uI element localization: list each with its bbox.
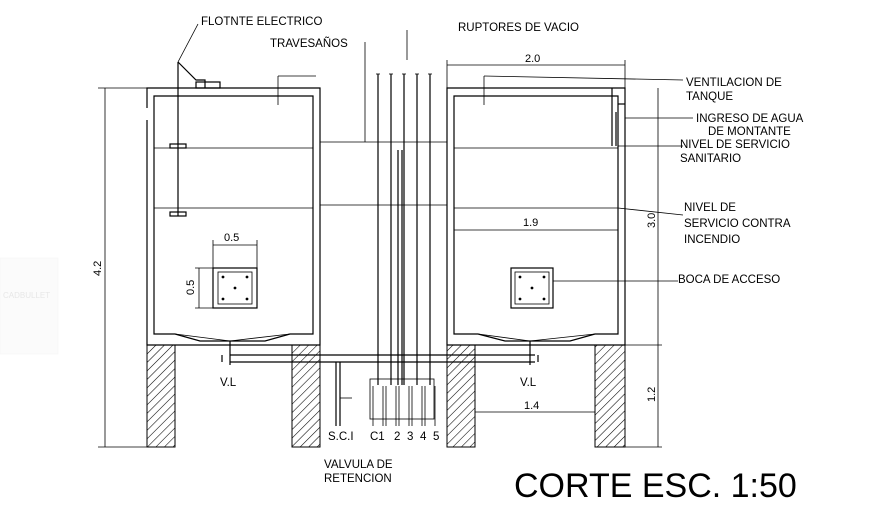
label-valvula-1: VALVULA DE (324, 459, 393, 471)
dim-height-total: 4.2 (92, 261, 104, 276)
right-tank (446, 60, 684, 346)
label-pipe-2: 2 (394, 431, 400, 443)
label-boca: BOCA DE ACCESO (678, 274, 780, 286)
dim-access-h: 0.5 (185, 280, 197, 295)
label-flotante: FLOTNTE ELECTRICO (201, 16, 322, 28)
label-sci: S.C.I (328, 431, 354, 443)
label-ventilacion-1: VENTILACION DE (686, 77, 782, 89)
label-travesanos: TRAVESAÑOS (270, 37, 348, 50)
label-pipe-c1: C1 (370, 431, 385, 443)
label-ruptores: RUPTORES DE VACIO (458, 22, 579, 34)
label-nivel-incendio-1: NIVEL DE (684, 202, 736, 214)
watermark: CADBULLET (0, 257, 59, 355)
center-pipes (221, 30, 539, 426)
base-walls (146, 344, 626, 448)
label-ingreso-1: INGRESO DE AGUA (696, 113, 804, 125)
dim-height-tank: 3.0 (646, 213, 658, 228)
label-pipe-3: 3 (407, 431, 413, 443)
label-nivel-sanitario-1: NIVEL DE SERVICIO (680, 139, 790, 151)
label-valvula-2: RETENCION (324, 473, 392, 485)
dim-base-gap: 1.4 (524, 400, 539, 412)
dim-inner-width: 1.9 (523, 217, 538, 229)
left-tank (145, 61, 321, 346)
dim-height-base: 1.2 (646, 387, 658, 402)
label-nivel-incendio-2: SERVICIO CONTRA (684, 218, 791, 230)
watermark-text: CADBULLET (3, 291, 50, 300)
label-pipe-5: 5 (433, 431, 439, 443)
label-nivel-sanitario-2: SANITARIO (680, 153, 741, 165)
annotations: FLOTNTE ELECTRICO TRAVESAÑOS RUPTORES DE… (92, 16, 804, 505)
label-ingreso-2: DE MONTANTE (708, 126, 791, 138)
drawing-title: CORTE ESC. 1:50 (514, 467, 797, 505)
dim-access-w: 0.5 (224, 232, 239, 244)
label-vl-right: V.L (520, 377, 537, 389)
dimension-lines (98, 23, 693, 448)
label-pipe-4: 4 (420, 431, 427, 443)
label-ventilacion-2: TANQUE (686, 91, 733, 103)
dim-width-top: 2.0 (525, 53, 540, 65)
label-nivel-incendio-3: INCENDIO (684, 234, 740, 246)
label-vl-left: V.L (220, 377, 237, 389)
